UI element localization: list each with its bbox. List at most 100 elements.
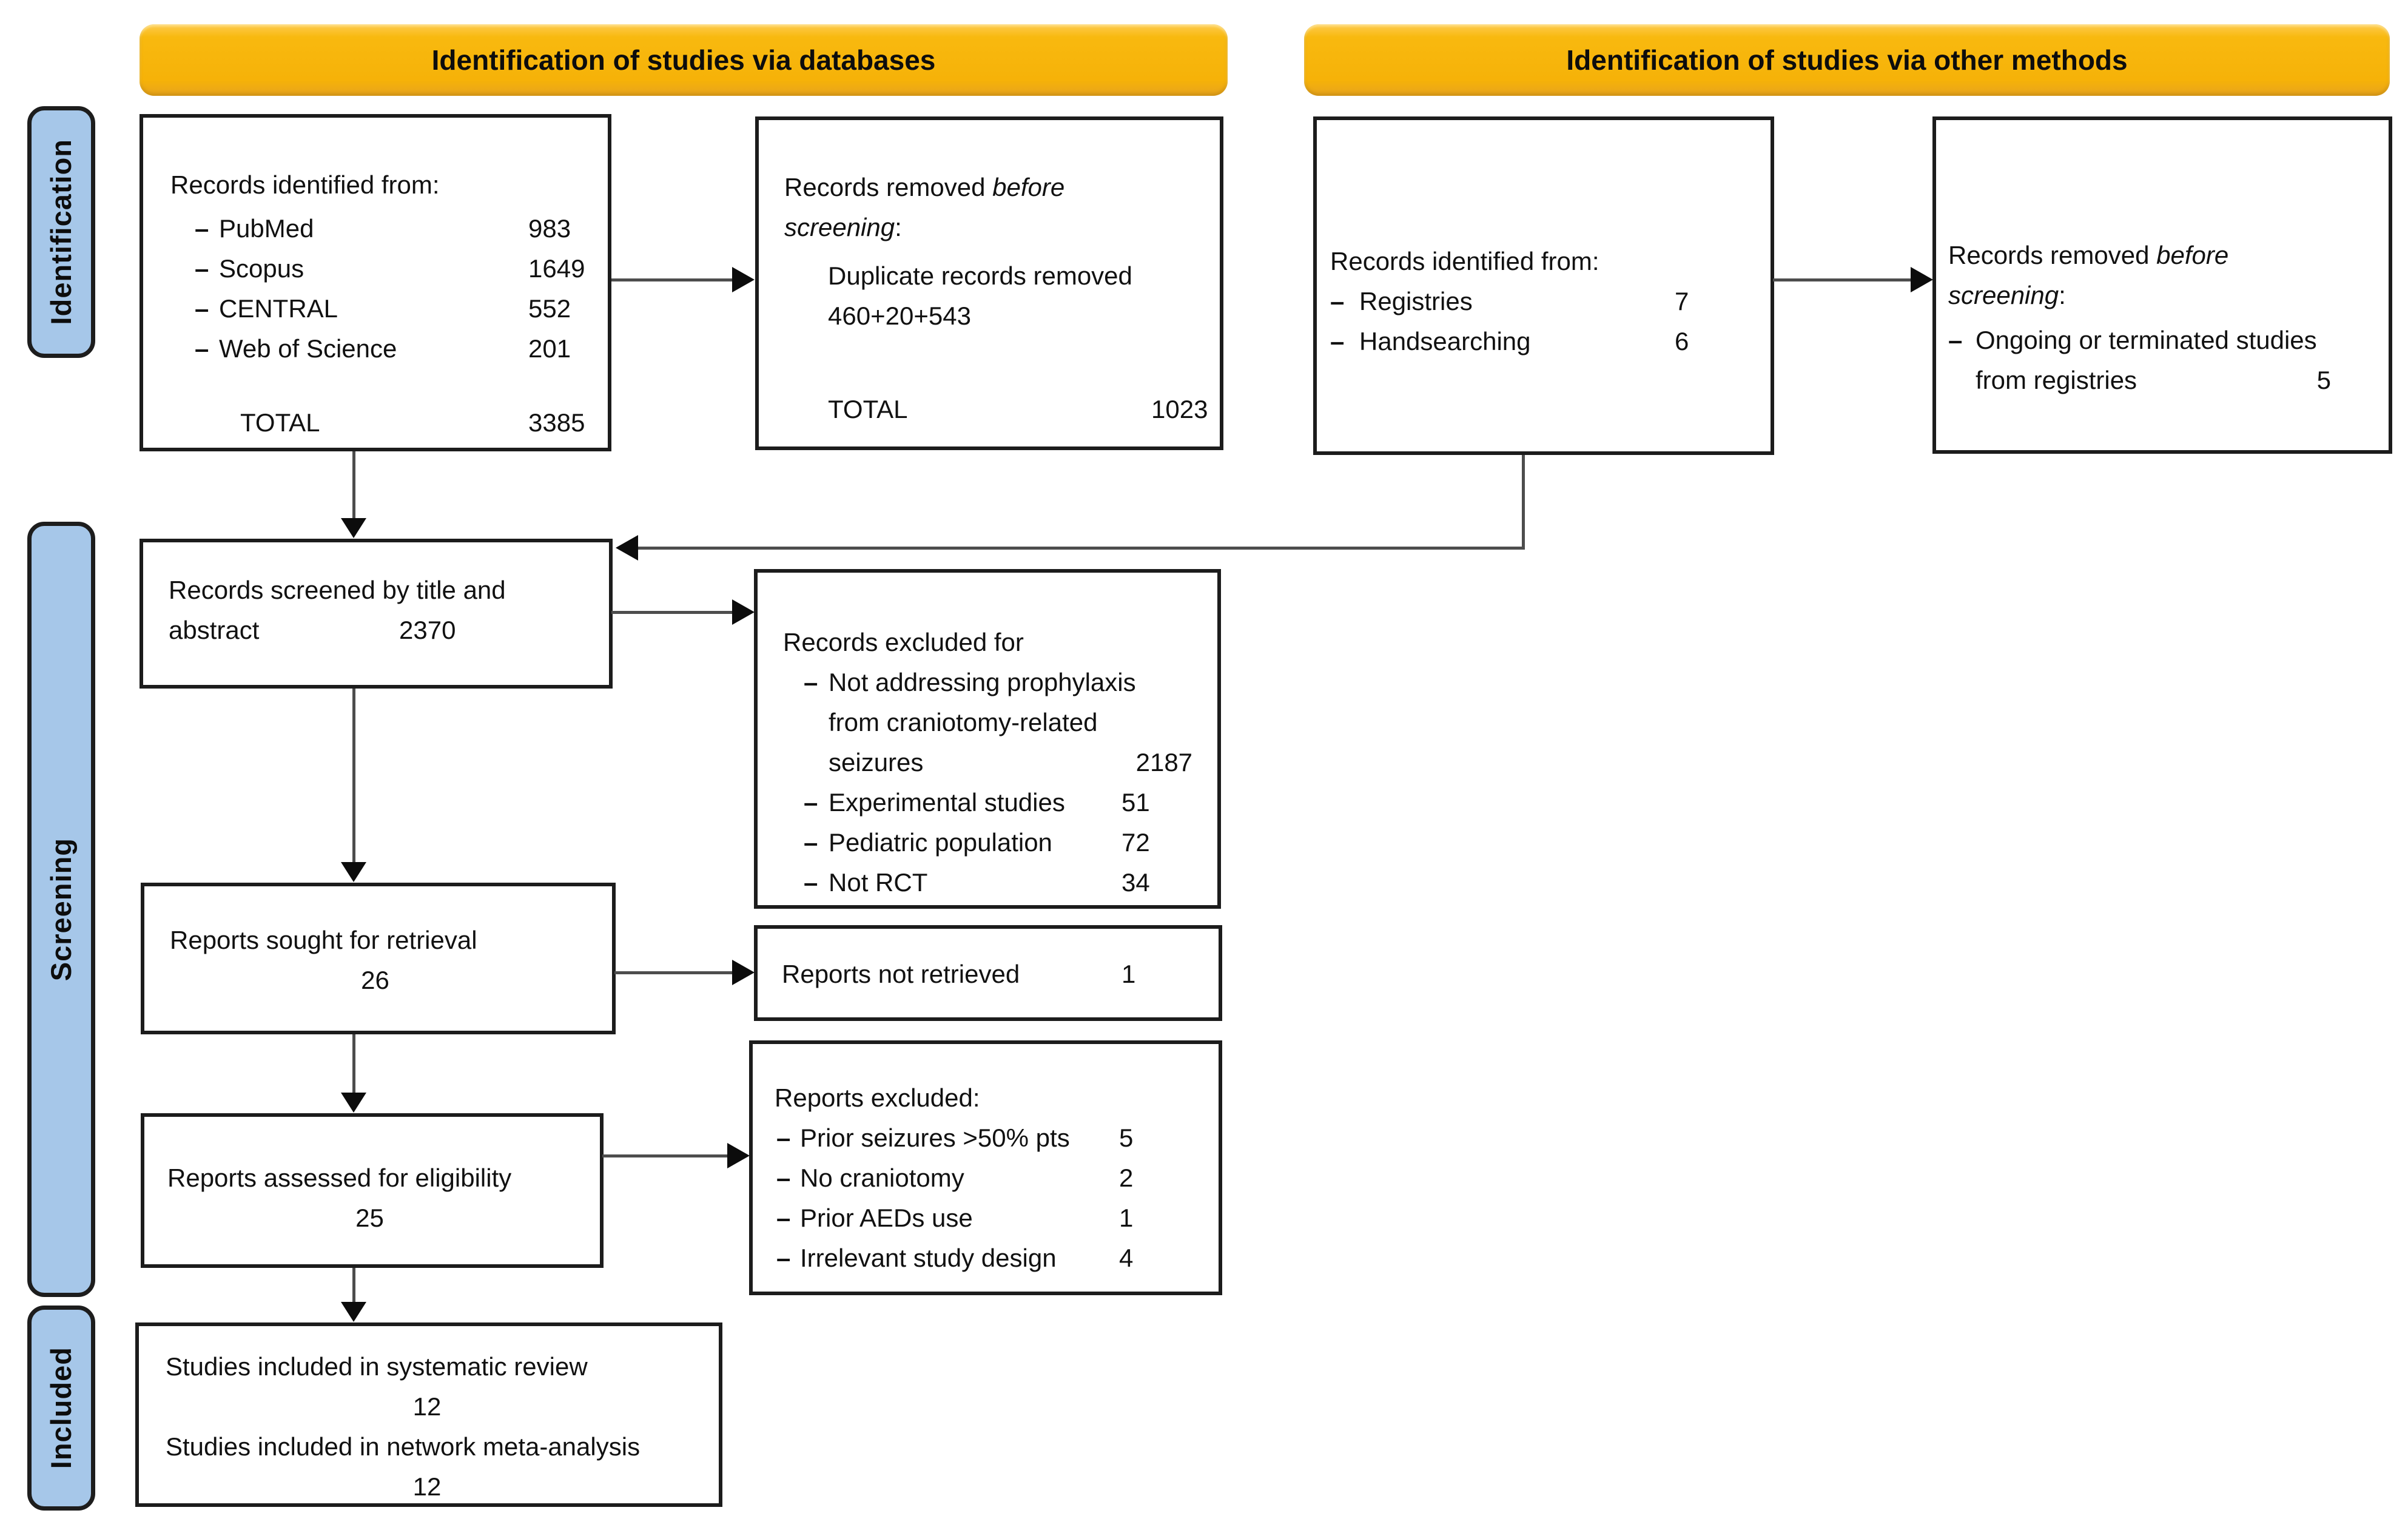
box-reports-assessed: Reports assessed for eligibility 25 [141, 1113, 604, 1268]
bullet-dash-icon: – [776, 1244, 791, 1272]
box-records-removed-other: Records removed before screening: – Ongo… [1932, 116, 2392, 454]
header-databases: Identification of studies via databases [140, 24, 1228, 96]
list-item: – Scopus 1649 [170, 249, 596, 289]
item-label: Pediatric population [829, 828, 1052, 857]
arrowhead-right-icon [1911, 267, 1933, 292]
screened-line2: abstract 2370 [169, 610, 600, 650]
item-value: 34 [1122, 868, 1150, 897]
item-value: 4 [1119, 1244, 1134, 1272]
included-line1: Studies included in systematic review [166, 1352, 588, 1381]
header-other-methods: Identification of studies via other meth… [1304, 24, 2390, 96]
item-value: 51 [1122, 788, 1150, 817]
stage-included-label: Included [45, 1347, 77, 1469]
arrowhead-right-icon [732, 267, 755, 292]
arrow-identified-to-removed-db [611, 278, 733, 281]
screened-value: 2370 [399, 616, 456, 644]
total-label: TOTAL [240, 408, 320, 437]
arrow-sought-to-not-retrieved [614, 971, 733, 974]
stage-identification: Identification [27, 106, 95, 358]
bullet-dash-icon: – [195, 214, 209, 243]
box-reports-sought: Reports sought for retrieval 26 [141, 883, 616, 1034]
bullet-dash-icon: – [1330, 287, 1345, 315]
bullet-dash-icon: – [195, 334, 209, 363]
bullet-dash-icon: – [804, 668, 818, 696]
list-item: – Experimental studies 51 [783, 783, 1211, 823]
bullet-dash-icon: – [776, 1164, 791, 1192]
bullet-dash-icon: – [804, 828, 818, 857]
box-title: Reports excluded: [775, 1083, 980, 1112]
box-records-identified-other: Records identified from: – Registries 7 … [1313, 116, 1774, 455]
item-label: Ongoing or terminated studies from regis… [1976, 326, 2317, 394]
item-label: Not addressing prophylaxis from cranioto… [829, 668, 1136, 777]
box-title: Records identified from: [170, 170, 440, 199]
arrowhead-right-icon [727, 1143, 750, 1168]
header-databases-label: Identification of studies via databases [431, 44, 936, 76]
arrow-assessed-to-included [352, 1268, 355, 1303]
box-records-excluded: Records excluded for – Not addressing pr… [754, 569, 1221, 909]
included-line2: Studies included in network meta-analysi… [166, 1432, 641, 1461]
not-retrieved-row: Reports not retrieved 1 [758, 929, 1219, 994]
stage-included: Included [27, 1306, 95, 1511]
assessed-value: 25 [355, 1204, 384, 1232]
total-row: TOTAL 1023 [784, 389, 1208, 430]
list-item: – Irrelevant study design 4 [775, 1238, 1214, 1278]
included-value2: 12 [412, 1472, 442, 1501]
stage-identification-label: Identification [45, 139, 77, 325]
arrowhead-left-icon [616, 535, 638, 561]
list-item: – Handsearching 6 [1330, 322, 1761, 362]
box-title: Records identified from: [1330, 247, 1599, 275]
assessed-label: Reports assessed for eligibility [167, 1164, 512, 1192]
item-value: 1 [1119, 1204, 1134, 1232]
box-studies-included: Studies included in systematic review 12… [135, 1322, 722, 1507]
stage-screening-label: Screening [45, 837, 77, 982]
arrowhead-down-icon [341, 1302, 366, 1322]
arrow-sought-to-assessed [352, 1034, 355, 1094]
item-label: Prior AEDs use [800, 1204, 973, 1232]
item-value: 552 [528, 294, 571, 323]
item-label: No craniotomy [800, 1164, 964, 1192]
total-row: TOTAL 3385 [170, 403, 596, 443]
box-records-screened: Records screened by title and abstract 2… [140, 539, 613, 689]
box-title: Records excluded for [783, 628, 1024, 656]
total-value: 3385 [528, 408, 585, 437]
item-label: Experimental studies [829, 788, 1065, 817]
list-item: – Prior seizures >50% pts 5 [775, 1118, 1214, 1158]
stage-screening: Screening [27, 522, 95, 1297]
box-title: Records removed before screening: [1948, 241, 2229, 309]
box-title: Records removed before screening: [784, 173, 1065, 241]
item-label: Prior seizures >50% pts [800, 1124, 1070, 1152]
box-records-removed-databases: Records removed before screening: Duplic… [755, 116, 1223, 450]
item-value: 7 [1675, 287, 1689, 315]
arrowhead-right-icon [732, 960, 755, 985]
bullet-dash-icon: – [804, 868, 818, 897]
not-retrieved-label: Reports not retrieved [782, 960, 1020, 988]
item-value: 5 [1119, 1124, 1134, 1152]
arrow-identified-to-screened [352, 451, 355, 519]
screened-label: abstract [169, 616, 260, 644]
arrowhead-down-icon [341, 1093, 366, 1113]
arrow-identified-to-removed-other [1773, 278, 1911, 281]
bullet-dash-icon: – [804, 788, 818, 817]
item-value: 72 [1122, 828, 1150, 857]
list-item: – Web of Science 201 [170, 329, 596, 369]
item-label: Web of Science [219, 334, 397, 363]
sought-label: Reports sought for retrieval [170, 926, 477, 954]
list-item: – Not addressing prophylaxis from cranio… [783, 662, 1211, 783]
total-value: 1023 [1151, 395, 1208, 423]
list-item: – PubMed 983 [170, 209, 596, 249]
item-value: 5 [2316, 366, 2332, 394]
item-label: Handsearching [1359, 327, 1531, 355]
bullet-dash-icon: – [776, 1124, 791, 1152]
item-value: 2187 [1135, 748, 1193, 777]
arrow-assessed-to-excluded [602, 1154, 728, 1157]
item-label: Registries [1359, 287, 1473, 315]
list-item: – CENTRAL 552 [170, 289, 596, 329]
bullet-dash-icon: – [1330, 327, 1345, 355]
included-value1: 12 [412, 1392, 442, 1421]
bullet-dash-icon: – [195, 254, 209, 283]
list-item: – Prior AEDs use 1 [775, 1198, 1214, 1238]
box-reports-not-retrieved: Reports not retrieved 1 [754, 925, 1222, 1021]
arrowhead-down-icon [341, 518, 366, 538]
item-value: 2 [1119, 1164, 1134, 1192]
